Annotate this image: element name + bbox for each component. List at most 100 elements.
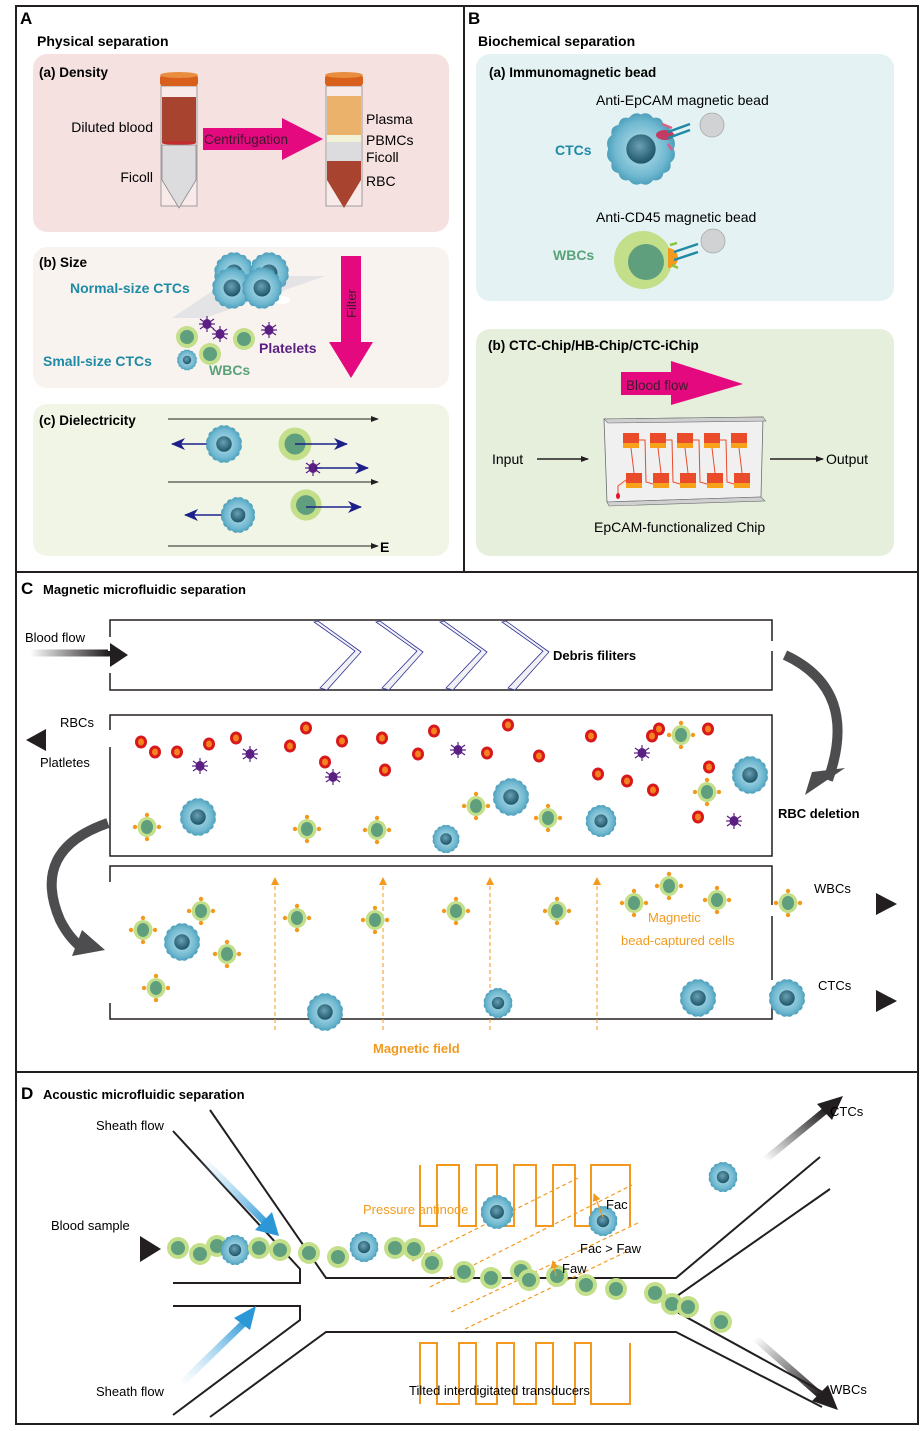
sheath-bottom-arrow — [177, 1317, 250, 1388]
rbc-icon — [149, 745, 161, 759]
ctc-icon — [432, 824, 460, 854]
chip-label: EpCAM-functionalized Chip — [594, 519, 765, 535]
rbc-label: RBC — [366, 173, 396, 189]
rbcs-label: RBCs — [60, 715, 94, 730]
rbc-icon — [585, 729, 597, 743]
panel-c: C Magnetic microfluidic separation Blood… — [21, 579, 897, 1056]
plasma-label: Plasma — [366, 111, 413, 127]
bead-wbc-icon — [141, 973, 171, 1003]
blood-flow-arrowhead — [110, 643, 128, 667]
wbc-icon — [605, 1278, 627, 1300]
fac-force-arrow — [592, 1193, 604, 1218]
blood-flow-label: Blood flow — [25, 630, 86, 645]
platelet-icon — [191, 757, 209, 775]
wbc-icon — [290, 489, 322, 521]
platelet-icon — [324, 768, 342, 786]
sheath-top-label: Sheath flow — [96, 1118, 165, 1133]
transducer-bottom-icon — [419, 1342, 631, 1405]
size-section: (b) Size Normal-size CTCs Small-size CTC… — [33, 247, 449, 388]
ctc-out-arrow — [762, 1107, 829, 1163]
immuno-title: (a) Immunomagnetic bead — [489, 65, 656, 80]
tube-before-icon — [160, 72, 198, 209]
panel-a: A Physical separation (a) Density Dilute… — [20, 9, 449, 556]
output-label: Output — [826, 451, 868, 467]
cell-group-channel2 — [132, 720, 768, 854]
rbc-group — [135, 718, 715, 824]
sheath-bottom-label: Sheath flow — [96, 1384, 165, 1399]
ctc-out-arrowhead — [817, 1096, 843, 1120]
ctc-icon — [732, 756, 768, 794]
bead-wbc-icon — [292, 814, 322, 844]
sheath-top-arrow — [197, 1154, 271, 1228]
wbc-icon — [518, 1269, 540, 1291]
ctc-out-arrowhead — [876, 990, 897, 1012]
bead-wbc-icon — [132, 812, 162, 842]
rbc-icon — [653, 722, 665, 736]
wbc-out-arrowhead — [812, 1385, 838, 1410]
wbc-icon — [167, 1237, 189, 1259]
ctc-icon — [180, 798, 216, 836]
platelet-icon — [725, 812, 743, 830]
wbc-icon — [384, 1237, 406, 1259]
panel-b-letter: B — [468, 9, 480, 28]
debris-filter-icons — [313, 620, 550, 691]
wbcs-label: WBCs — [553, 247, 594, 263]
ctc-icon — [483, 987, 513, 1019]
density-title: (a) Density — [39, 65, 109, 80]
platelet-icon — [633, 744, 651, 762]
rbc-icon — [319, 755, 331, 769]
wbc-icon — [176, 326, 198, 348]
chip-title: (b) CTC-Chip/HB-Chip/CTC-iChip — [488, 338, 699, 353]
pressure-antinode-label: Pressure antinode — [363, 1202, 469, 1217]
bead-wbc-icon — [619, 888, 649, 918]
bead-wbc-icon — [282, 903, 312, 933]
dielectricity-section: (c) Dielectricity E — [33, 404, 449, 556]
debris-filters-label: Debris filiters — [553, 648, 636, 663]
captured-cells-label-2: bead-captured cells — [621, 933, 735, 948]
panel-a-letter: A — [20, 9, 32, 28]
rbc-deletion-arrowhead — [805, 768, 845, 795]
wbc-icon — [453, 1261, 475, 1283]
bead-wbc-icon — [702, 885, 732, 915]
panel-d-title: Acoustic microfluidic separation — [43, 1087, 245, 1102]
rbc-icon — [502, 718, 514, 732]
wbc-large-icon — [614, 231, 672, 289]
small-ctc-label: Small-size CTCs — [43, 353, 152, 369]
pbmcs-label: PBMCs — [366, 132, 413, 148]
transducer-label: Tilted interdigitated transducers — [409, 1383, 590, 1398]
wbc-icon — [403, 1238, 425, 1260]
transducer-top-icon — [419, 1164, 631, 1227]
wbc-icon — [421, 1252, 443, 1274]
chip-section: (b) CTC-Chip/HB-Chip/CTC-iChip Blood flo… — [476, 329, 894, 556]
bead-wbc-icon — [461, 791, 491, 821]
ctcs-label: CTCs — [555, 142, 592, 158]
wbc-out-arrow — [752, 1335, 823, 1398]
filter-arrow: Filter — [329, 256, 373, 378]
centrifugation-arrow: Centrifugation — [203, 118, 323, 160]
ctcs-out-label: CTCs — [830, 1104, 864, 1119]
cd45-bead-label: Anti-CD45 magnetic bead — [596, 209, 756, 225]
diluted-blood-label: Diluted blood — [71, 119, 153, 135]
rbc-icon — [376, 731, 388, 745]
density-section: (a) Density Diluted blood Ficoll Centrif… — [33, 54, 449, 232]
rbc-out-arrowhead — [26, 729, 46, 751]
acoustic-channel — [172, 1109, 831, 1418]
rbc-icon — [284, 739, 296, 753]
ctc-icon — [680, 979, 716, 1017]
chip-device-icon — [603, 416, 767, 507]
platelet-icon — [449, 741, 467, 759]
sheath-top-arrowhead — [255, 1212, 279, 1236]
ctc-icon — [164, 923, 200, 961]
wbcs-out-label: WBCs — [814, 881, 851, 896]
magnetic-field-label: Magnetic field — [373, 1041, 460, 1056]
blood-sample-arrowhead — [140, 1236, 161, 1262]
wbc-icon — [233, 328, 255, 350]
rbc-icon — [692, 810, 704, 824]
rbc-icon — [702, 722, 714, 736]
acoustic-cells — [167, 1161, 738, 1333]
wbc-icon — [677, 1296, 699, 1318]
rbc-icon — [533, 749, 545, 763]
rbc-icon — [135, 735, 147, 749]
faw-force-arrow — [550, 1260, 559, 1277]
wbc-icon — [269, 1239, 291, 1261]
